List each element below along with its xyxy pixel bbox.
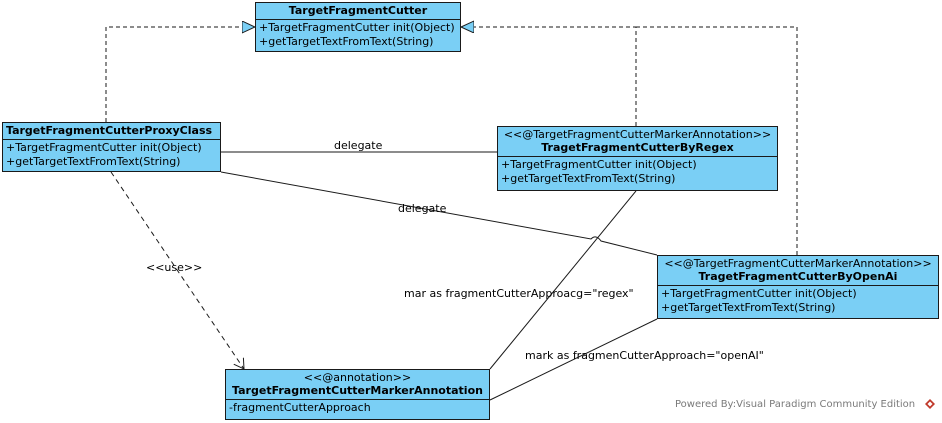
- realization-regex-to-target: [461, 27, 637, 126]
- stereotype: <<@TargetFragmentCutterMarkerAnnotation>…: [503, 128, 772, 141]
- operations-compartment: +TargetFragmentCutter init(Object) +getT…: [256, 20, 460, 50]
- realization-openai-to-target: [636, 26, 798, 255]
- label-mark-openai: mark as fragmenCutterApproach="openAI": [525, 349, 764, 362]
- attributes-compartment: -fragmentCutterApproach: [226, 400, 489, 416]
- label-delegate-openai: delegate: [398, 202, 447, 215]
- label-mark-regex: mar as fragmentCutterApproacg="regex": [404, 287, 634, 300]
- watermark: Powered By:Visual Paradigm Community Edi…: [675, 399, 916, 410]
- association-regex-annotation: [489, 190, 637, 370]
- association-proxy-openai: [220, 171, 658, 256]
- operations-compartment: +TargetFragmentCutter init(Object) +getT…: [658, 286, 938, 316]
- class-name: TargetFragmentCutter: [288, 4, 428, 17]
- attribute: -fragmentCutterApproach: [229, 401, 371, 414]
- class-name: TragetFragmentCutterByRegex: [541, 141, 734, 154]
- class-header: TargetFragmentCutter: [256, 3, 460, 20]
- class-name: TargetFragmentCutterProxyClass: [6, 124, 213, 137]
- class-traget-fragment-cutter-by-regex[interactable]: <<@TargetFragmentCutterMarkerAnnotation>…: [497, 126, 778, 191]
- operation: +getTargetTextFromText(String): [501, 172, 676, 185]
- operations-compartment: +TargetFragmentCutter init(Object) +getT…: [3, 140, 220, 170]
- operation: +getTargetTextFromText(String): [661, 301, 836, 314]
- realization-proxy-to-target: [105, 27, 255, 122]
- class-target-fragment-cutter[interactable]: TargetFragmentCutter +TargetFragmentCutt…: [255, 2, 461, 52]
- label-delegate-regex: delegate: [334, 139, 383, 152]
- class-target-fragment-cutter-marker-annotation[interactable]: <<@annotation>> TargetFragmentCutterMark…: [225, 369, 490, 420]
- class-header: TargetFragmentCutterProxyClass: [3, 123, 220, 140]
- class-traget-fragment-cutter-by-openai[interactable]: <<@TargetFragmentCutterMarkerAnnotation>…: [657, 255, 939, 319]
- operation: +TargetFragmentCutter init(Object): [661, 287, 857, 300]
- stereotype: <<@TargetFragmentCutterMarkerAnnotation>…: [664, 257, 932, 270]
- operations-compartment: +TargetFragmentCutter init(Object) +getT…: [498, 157, 777, 187]
- operation: +TargetFragmentCutter init(Object): [259, 21, 455, 34]
- operation: +getTargetTextFromText(String): [6, 155, 181, 168]
- class-header: <<@annotation>> TargetFragmentCutterMark…: [226, 370, 489, 400]
- operation: +getTargetTextFromText(String): [259, 35, 434, 48]
- visual-paradigm-logo-icon: [925, 399, 935, 409]
- dependency-proxy-annotation: [110, 171, 244, 369]
- association-openai-annotation: [489, 318, 658, 401]
- operation: +TargetFragmentCutter init(Object): [6, 141, 202, 154]
- label-use: <<use>>: [146, 261, 203, 274]
- class-target-fragment-cutter-proxy[interactable]: TargetFragmentCutterProxyClass +TargetFr…: [2, 122, 221, 172]
- operation: +TargetFragmentCutter init(Object): [501, 158, 697, 171]
- class-name: TragetFragmentCutterByOpenAi: [698, 270, 898, 283]
- class-header: <<@TargetFragmentCutterMarkerAnnotation>…: [658, 256, 938, 286]
- stereotype: <<@annotation>>: [303, 371, 412, 384]
- class-header: <<@TargetFragmentCutterMarkerAnnotation>…: [498, 127, 777, 157]
- class-name: TargetFragmentCutterMarkerAnnotation: [232, 384, 483, 397]
